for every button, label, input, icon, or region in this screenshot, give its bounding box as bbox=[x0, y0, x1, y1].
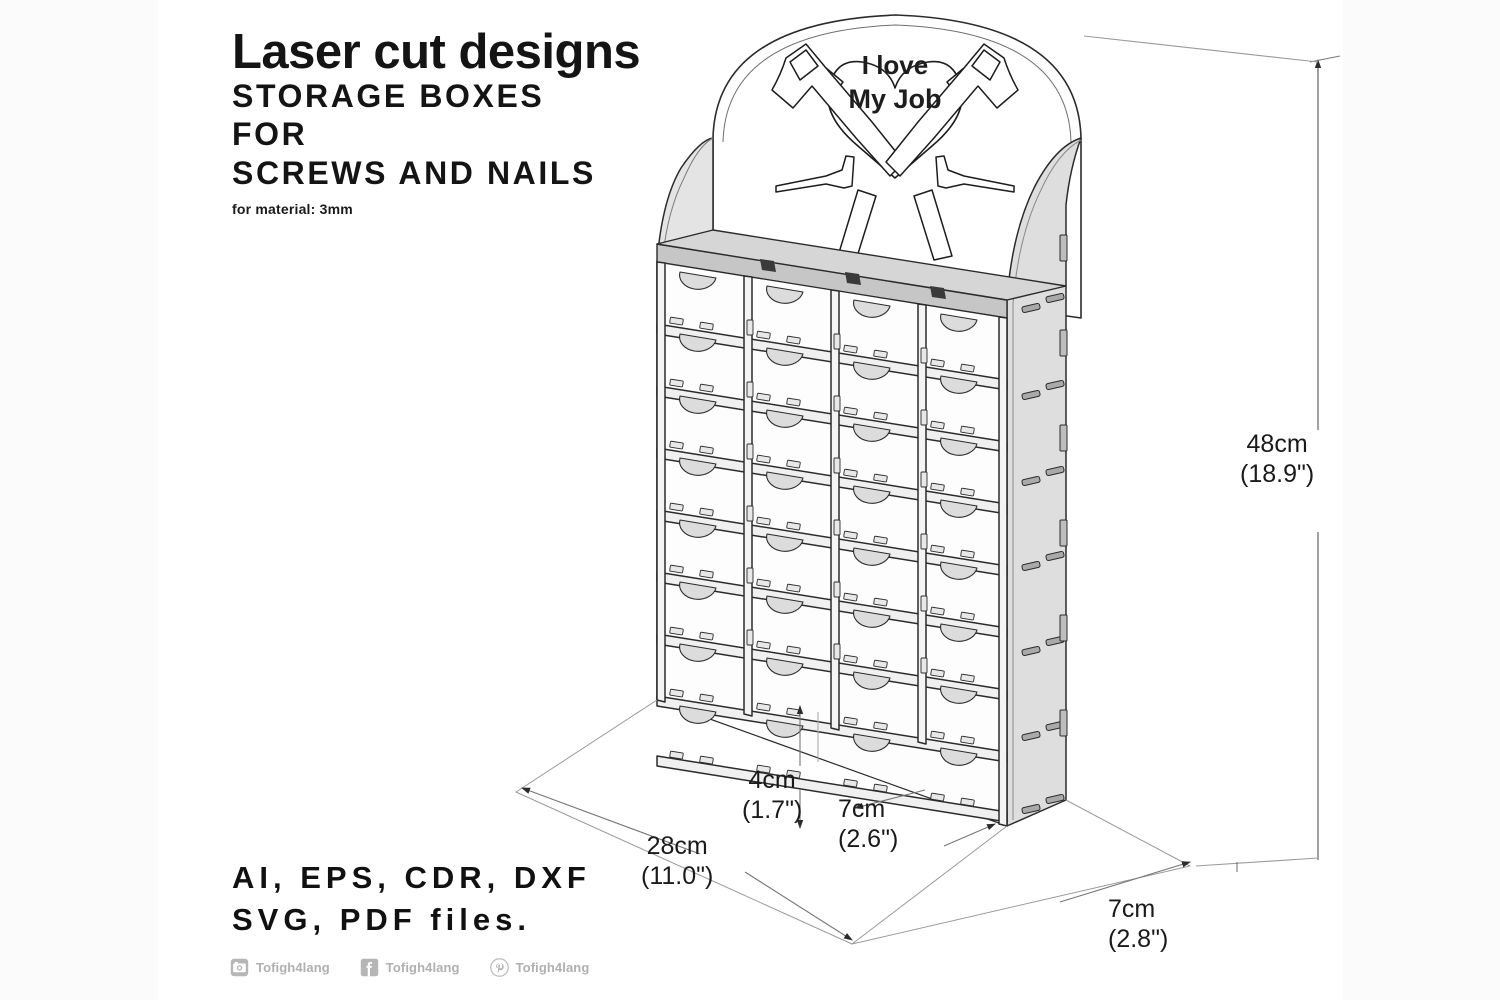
title-block: Laser cut designs STORAGE BOXES FOR SCRE… bbox=[232, 25, 792, 218]
dimension-height-cm: 48cm bbox=[1246, 430, 1308, 458]
dimension-depth-front-cm: 7cm bbox=[838, 795, 886, 823]
formats-line-2: SVG, PDF files. bbox=[232, 901, 531, 937]
instagram-icon bbox=[230, 958, 249, 977]
social-instagram[interactable]: Tofigh4lang bbox=[230, 958, 330, 977]
subtitle-line-2: FOR bbox=[232, 116, 308, 153]
dimension-depth-right-cm: 7cm bbox=[1108, 895, 1156, 923]
dimension-depth-front-inch: (2.6") bbox=[838, 824, 899, 853]
dimension-label-depth-front: 7cm (2.6") bbox=[838, 795, 898, 854]
subtitle-line-1: STORAGE BOXES bbox=[232, 78, 545, 114]
dimension-drawer-inch: (1.7") bbox=[742, 795, 803, 824]
pinterest-handle: Tofigh4lang bbox=[515, 960, 590, 975]
facebook-icon bbox=[360, 958, 379, 977]
page-title: Laser cut designs bbox=[232, 25, 641, 79]
dimension-width-inch: (11.0") bbox=[641, 861, 714, 890]
pinterest-icon bbox=[489, 958, 509, 977]
dimension-label-height: 48cm (18.9") bbox=[1240, 430, 1314, 489]
dimension-height-inch: (18.9") bbox=[1240, 459, 1315, 488]
file-formats-block: AI, EPS, CDR, DXF SVG, PDF files. bbox=[232, 857, 792, 941]
left-margin bbox=[0, 0, 158, 1000]
social-row: Tofigh4lang Tofigh4lang Tofigh4lang bbox=[230, 958, 589, 977]
social-pinterest[interactable]: Tofigh4lang bbox=[489, 958, 590, 977]
dimension-label-depth-right: 7cm (2.8") bbox=[1108, 895, 1168, 954]
dimension-label-width: 28cm (11.0") bbox=[641, 832, 713, 891]
instagram-handle: Tofigh4lang bbox=[256, 960, 330, 975]
formats-line-1: AI, EPS, CDR, DXF bbox=[232, 860, 591, 895]
dimension-drawer-cm: 4cm bbox=[748, 766, 796, 794]
dimension-depth-right-inch: (2.8") bbox=[1108, 924, 1169, 953]
dimension-label-drawer-height: 4cm (1.7") bbox=[742, 766, 802, 825]
material-note: for material: 3mm bbox=[232, 201, 353, 218]
social-facebook[interactable]: Tofigh4lang bbox=[360, 958, 460, 977]
dimension-width-cm: 28cm bbox=[646, 832, 708, 860]
right-margin bbox=[1343, 0, 1500, 1000]
subtitle-line-3: SCREWS AND NAILS bbox=[232, 154, 596, 191]
facebook-handle: Tofigh4lang bbox=[385, 960, 460, 975]
